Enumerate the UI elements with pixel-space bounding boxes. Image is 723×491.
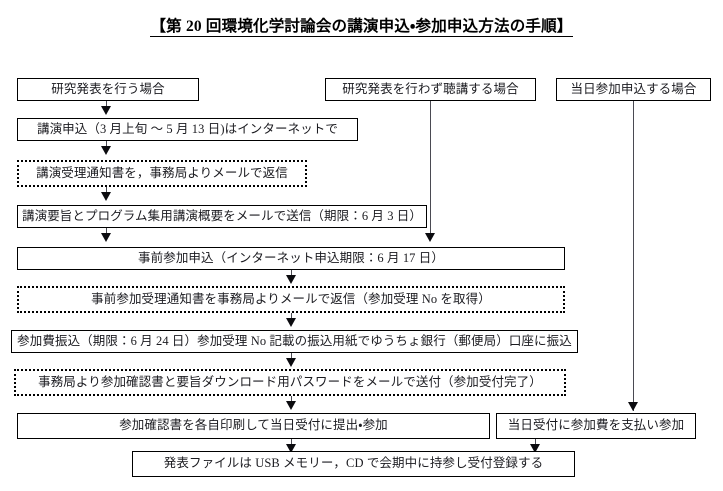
connector-n2-n7 [430, 101, 432, 238]
node-label: 事務局より参加確認書と要旨ダウンロード用パスワードをメールで送付（参加受付完了） [38, 374, 542, 389]
node-label: 講演申込（3 月上旬 ～ 5 月 13 日)はインターネットで [36, 121, 338, 136]
node-advance-registration[interactable]: 事前参加申込（インターネット申込期限：6 月 17 日） [17, 247, 565, 270]
node-presentation-file[interactable]: 発表ファイルは USB メモリー，CD で会期中に持参し受付登録する [132, 451, 575, 477]
node-label: 参加確認書を各自印刷して当日受付に提出・参加 [119, 418, 388, 433]
arrowhead-n2-n7 [425, 233, 435, 242]
node-label: 参加費振込（期限：6 月 24 日）参加受理 No 記載の振込用紙でゆうちょ銀行… [17, 333, 572, 348]
arrowhead-n3-n12 [628, 402, 638, 411]
node-walkin-payment[interactable]: 当日受付に参加費を支払い参加 [496, 413, 696, 439]
page-title-text: 【第 20 回環境化学討論会の講演申込・参加申込方法の手順】 [150, 18, 573, 37]
arrowhead-n12-n13 [530, 444, 540, 453]
arrowhead-n4-n5 [101, 146, 111, 155]
arrowhead-n9-n10 [286, 358, 296, 367]
node-label: 当日受付に参加費を支払い参加 [507, 418, 685, 433]
arrowhead-n7-n8 [286, 275, 296, 284]
arrowhead-n5-n6 [101, 192, 111, 201]
node-fee-transfer[interactable]: 参加費振込（期限：6 月 24 日）参加受理 No 記載の振込用紙でゆうちょ銀行… [11, 330, 578, 353]
arrowhead-n10-n11 [286, 401, 296, 410]
node-label: 発表ファイルは USB メモリー，CD で会期中に持参し受付登録する [163, 456, 544, 471]
node-abstract-submission[interactable]: 講演要旨とプログラム集用講演概要をメールで送信（期限：6 月 3 日） [17, 205, 427, 228]
node-label: 当日参加申込する場合 [570, 81, 697, 96]
node-label: 研究発表を行わず聴講する場合 [342, 81, 519, 96]
node-label: 講演受理通知書を，事務局よりメールで返信 [36, 165, 288, 180]
arrowhead-n1-n4 [101, 106, 111, 115]
page-title: 【第 20 回環境化学討論会の講演申込・参加申込方法の手順】 [0, 14, 723, 37]
node-label: 事前参加受理通知書を事務局よりメールで返信（参加受理 No を取得） [91, 291, 491, 306]
node-print-confirmation[interactable]: 参加確認書を各自印刷して当日受付に提出・参加 [17, 413, 490, 439]
node-advance-acceptance-notice[interactable]: 事前参加受理通知書を事務局よりメールで返信（参加受理 No を取得） [17, 286, 565, 313]
node-label: 事前参加申込（インターネット申込期限：6 月 17 日） [138, 250, 444, 265]
node-walkin-entry[interactable]: 当日参加申込する場合 [556, 78, 711, 101]
node-confirmation-dispatch[interactable]: 事務局より参加確認書と要旨ダウンロード用パスワードをメールで送付（参加受付完了） [14, 369, 566, 396]
node-lecture-acceptance-notice[interactable]: 講演受理通知書を，事務局よりメールで返信 [17, 160, 307, 187]
arrowhead-n6-n7 [101, 233, 111, 242]
node-lecture-application[interactable]: 講演申込（3 月上旬 ～ 5 月 13 日)はインターネットで [17, 118, 358, 141]
node-audience-entry[interactable]: 研究発表を行わず聴講する場合 [325, 78, 536, 101]
node-label: 講演要旨とプログラム集用講演概要をメールで送信（期限：6 月 3 日） [22, 208, 423, 223]
arrowhead-n8-n9 [286, 318, 296, 327]
node-label: 研究発表を行う場合 [51, 81, 165, 96]
node-presenter-entry[interactable]: 研究発表を行う場合 [17, 78, 199, 101]
arrowhead-n11-n13 [286, 444, 296, 453]
connector-n3-n12 [633, 101, 635, 411]
